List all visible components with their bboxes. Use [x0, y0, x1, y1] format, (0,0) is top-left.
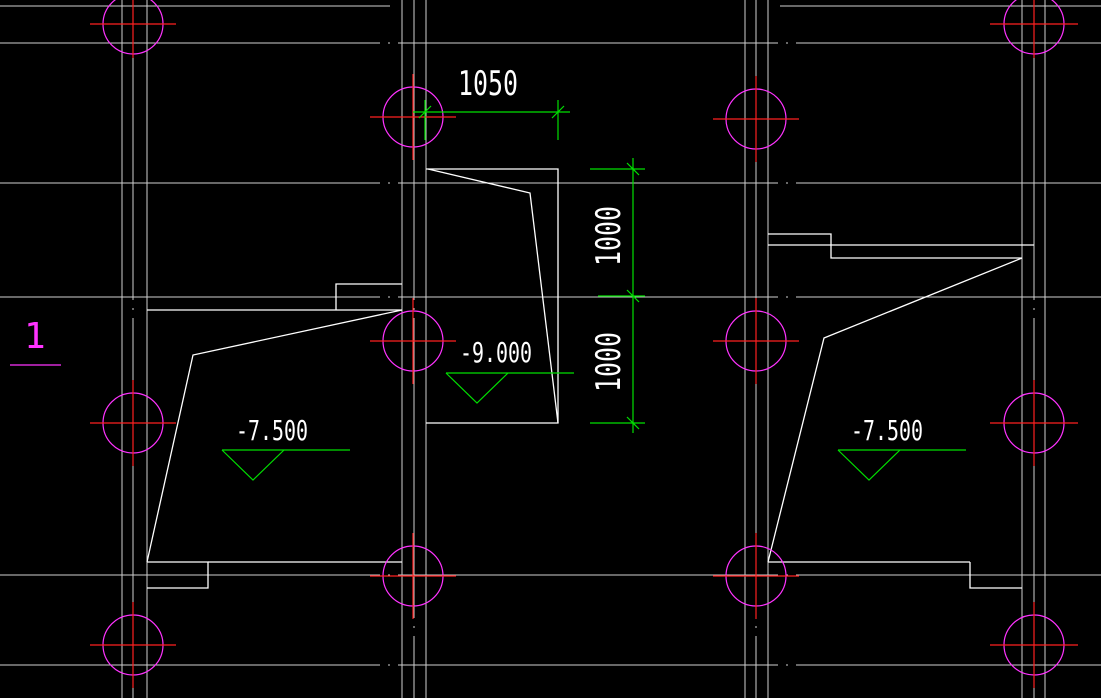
dimension-vertical-upper-label: 1000: [589, 206, 629, 266]
elevation-marker-right: -7.500: [837, 414, 966, 481]
dimension-vertical: [590, 158, 645, 433]
columns: [90, 0, 1078, 688]
column-marker: [370, 74, 456, 160]
center-pit-rect: [426, 168, 559, 424]
dimension-horizontal-label: 1050: [458, 64, 518, 104]
column-marker: [713, 76, 799, 162]
column-marker: [990, 380, 1078, 466]
dimension-horizontal: [413, 100, 570, 140]
column-marker: [713, 298, 799, 384]
right-pit-slope: [767, 257, 1023, 563]
axis-label-marker: 1: [10, 316, 61, 366]
column-marker: [90, 602, 176, 688]
right-pit-bottom: [969, 562, 1022, 589]
column-marker: [90, 0, 176, 58]
center-pit-slope: [427, 168, 559, 424]
elevation-label-left: -7.500: [236, 414, 308, 447]
column-marker: [370, 298, 456, 384]
elevation-marker-center: -9.000: [445, 336, 574, 404]
elevation-label-center: -9.000: [460, 336, 532, 369]
column-marker: [370, 533, 456, 619]
left-pit-slope: [146, 309, 403, 563]
column-marker: [90, 380, 176, 466]
left-step: [335, 283, 402, 310]
column-marker: [990, 0, 1078, 58]
elevation-label-right: -7.500: [851, 414, 923, 447]
elevation-marker-left: -7.500: [221, 414, 350, 481]
axis-label: 1: [24, 316, 46, 357]
right-step: [768, 233, 1022, 259]
column-marker: [713, 533, 799, 619]
pit-outlines: [146, 168, 1034, 589]
column-marker: [990, 602, 1078, 688]
dimension-vertical-lower-label: 1000: [589, 332, 629, 392]
left-pit-bottom: [147, 561, 209, 589]
